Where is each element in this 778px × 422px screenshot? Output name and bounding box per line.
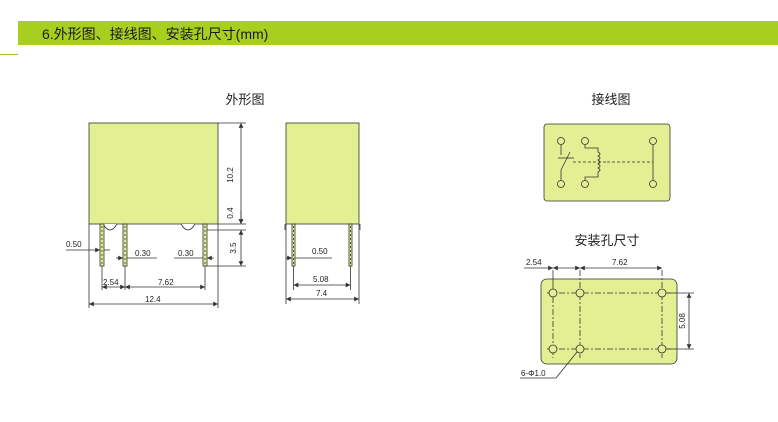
dim-gap: 0.4: [226, 207, 235, 219]
outline-title: 外形图: [225, 93, 264, 108]
mount-hole-4: [548, 344, 558, 354]
hole-leader: [555, 351, 578, 379]
side-dim-pin-width: 0.50: [312, 247, 328, 256]
dim-pin-gap-a: 0.30: [135, 249, 151, 258]
switch-arm: [560, 151, 571, 171]
outline-dimensions: 10.2 0.4 3.5 0.50 0.30 0.30 2.54 7.62 12…: [66, 167, 238, 304]
dim-pin-length: 3.5: [229, 242, 238, 254]
mount-hole-3: [657, 288, 667, 298]
wiring-terminal-3: [649, 137, 657, 145]
mounting-frame: [540, 278, 678, 365]
wiring-terminal-1: [557, 137, 565, 145]
outline-side-view: [284, 122, 361, 304]
mount-hole-5: [575, 344, 585, 354]
relay-body-side: [285, 122, 360, 225]
mount-dim-pitch-v: 5.08: [678, 313, 687, 329]
wiring-title: 接线图: [591, 92, 630, 108]
side-dimensions: 0.50 5.08 7.4: [312, 247, 329, 298]
wiring-terminal-2: [581, 137, 589, 145]
front-pins: [99, 223, 208, 267]
mounting-holes-diagram: 安装孔尺寸: [520, 234, 694, 379]
side-dim-pitch: 5.08: [313, 275, 329, 284]
wiring-frame: [543, 123, 671, 202]
dim-width: 12.4: [145, 295, 161, 304]
mount-hole-spec: 6-Φ1.0: [521, 369, 546, 378]
dim-pitch-b: 7.62: [158, 278, 174, 287]
section-header: 6.外形图、接线图、安装孔尺寸(mm): [0, 21, 778, 55]
wiring-diagram: 接线图: [543, 92, 671, 202]
mount-hole-1: [548, 288, 558, 298]
dim-height: 10.2: [226, 167, 235, 183]
mount-hole-6: [657, 344, 667, 354]
relay-body-front: [88, 122, 219, 225]
mount-dim-pitch-a: 2.54: [526, 258, 542, 267]
wiring-terminal-4: [557, 180, 565, 188]
dim-pitch-a: 2.54: [103, 278, 119, 287]
body-notch-left: [102, 223, 118, 231]
header-bar-fill: 6.外形图、接线图、安装孔尺寸(mm): [18, 21, 778, 45]
dim-pin-gap-b: 0.30: [178, 249, 194, 258]
mount-hole-2: [575, 288, 585, 298]
body-notch-right: [180, 223, 196, 231]
outline-front-view: 外形图: [66, 93, 265, 308]
side-dim-width: 7.4: [316, 289, 328, 298]
dim-pin-width-left: 0.50: [66, 240, 82, 249]
header-rule: [0, 54, 18, 55]
mount-dim-pitch-b: 7.62: [612, 258, 628, 267]
section-title: 6.外形图、接线图、安装孔尺寸(mm): [42, 26, 269, 42]
wiring-terminal-6: [649, 180, 657, 188]
mounting-title: 安装孔尺寸: [574, 234, 639, 249]
wiring-terminal-5: [581, 180, 589, 188]
